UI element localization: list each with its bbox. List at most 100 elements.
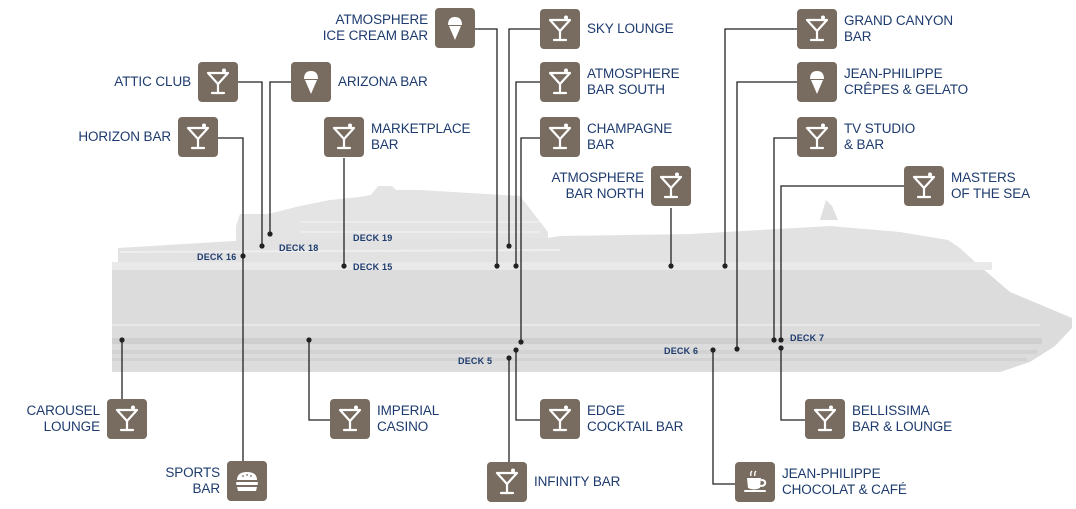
venue-edge-cocktail-bar[interactable]: EDGE COCKTAIL BAR — [540, 399, 683, 439]
venue-atmosphere-ice-cream-bar[interactable]: ATMOSPHERE ICE CREAM BAR — [323, 8, 475, 48]
label-line-2: ICE CREAM BAR — [322, 28, 428, 43]
label-line-1: MASTERS — [951, 170, 1016, 185]
label-line-1: JEAN-PHILIPPE — [782, 466, 881, 481]
deck-label-16: DECK 16 — [197, 252, 237, 262]
label-line-1: INFINITY BAR — [534, 474, 621, 489]
venue-label: CAROUSEL LOUNGE — [26, 403, 101, 435]
label-line-1: SKY LOUNGE — [587, 21, 674, 36]
venue-attic-club[interactable]: ATTIC CLUB — [114, 62, 238, 102]
cocktail-icon — [324, 117, 364, 157]
cocktail-icon — [651, 166, 691, 206]
deck-label-19: DECK 19 — [353, 233, 393, 243]
venue-horizon-bar[interactable]: HORIZON BAR — [78, 117, 218, 157]
venue-marketplace-bar[interactable]: MARKETPLACE BAR — [324, 117, 471, 157]
ice-cream-icon — [435, 8, 475, 48]
venue-label: BELLISSIMA BAR & LOUNGE — [852, 403, 952, 435]
venue-carousel-lounge[interactable]: CAROUSEL LOUNGE — [27, 399, 147, 439]
label-line-1: SPORTS — [165, 465, 220, 480]
label-line-1: EDGE — [587, 403, 625, 418]
label-line-2: BAR SOUTH — [587, 82, 665, 97]
label-line-1: IMPERIAL — [377, 403, 440, 418]
leader-champagne-bar — [520, 137, 540, 342]
label-line-2: OF THE SEA — [951, 186, 1031, 201]
label-line-1: CHAMPAGNE — [587, 121, 673, 136]
cocktail-icon — [178, 117, 218, 157]
label-line-2: BAR — [371, 137, 399, 152]
ice-cream-icon — [291, 62, 331, 102]
venue-sky-lounge[interactable]: SKY LOUNGE — [540, 9, 674, 49]
venue-label: ARIZONA BAR — [338, 74, 428, 90]
venue-label: EDGE COCKTAIL BAR — [587, 403, 683, 435]
venue-label: IMPERIAL CASINO — [377, 403, 439, 435]
cocktail-icon — [805, 399, 845, 439]
label-line-2: BAR & LOUNGE — [852, 419, 953, 434]
leader-crepes — [736, 81, 797, 349]
leader-grand-canyon — [724, 28, 797, 266]
venue-bellissima-bar[interactable]: BELLISSIMA BAR & LOUNGE — [805, 399, 952, 439]
leader-imperial — [308, 340, 330, 421]
venue-atmosphere-bar-north[interactable]: ATMOSPHERE BAR NORTH — [551, 166, 691, 206]
venue-label: CHAMPAGNE BAR — [587, 121, 672, 153]
label-line-1: MARKETPLACE — [371, 121, 471, 136]
venue-label: MASTERS OF THE SEA — [951, 170, 1030, 202]
leader-attic-club — [238, 81, 263, 246]
leader-bar-south — [515, 81, 540, 266]
venue-infinity-bar[interactable]: INFINITY BAR — [487, 462, 620, 502]
leader-chocolat — [712, 350, 735, 485]
venue-label: JEAN-PHILIPPE CHOCOLAT & CAFÉ — [782, 466, 907, 498]
cocktail-icon — [540, 117, 580, 157]
label-line-1: ARIZONA BAR — [338, 74, 428, 89]
venue-atmosphere-bar-south[interactable]: ATMOSPHERE BAR SOUTH — [540, 62, 680, 102]
leader-arizona-bar — [269, 81, 291, 234]
label-line-2: BAR — [192, 481, 221, 496]
burger-icon — [227, 461, 267, 501]
venue-champagne-bar[interactable]: CHAMPAGNE BAR — [540, 117, 672, 157]
venue-jean-philippe-crepes[interactable]: JEAN-PHILIPPE CRÊPES & GELATO — [797, 62, 968, 102]
venue-label: ATMOSPHERE ICE CREAM BAR — [323, 12, 428, 44]
label-line-2: BAR — [844, 29, 872, 44]
label-line-2: CRÊPES & GELATO — [844, 82, 969, 97]
label-line-1: ATMOSPHERE — [587, 66, 680, 81]
venue-masters-of-the-sea[interactable]: MASTERS OF THE SEA — [904, 166, 1030, 206]
venue-label: TV STUDIO & BAR — [844, 121, 915, 153]
venue-jean-philippe-chocolat[interactable]: JEAN-PHILIPPE CHOCOLAT & CAFÉ — [735, 462, 907, 502]
cocktail-icon — [797, 9, 837, 49]
label-line-1: ATMOSPHERE — [335, 12, 428, 27]
leader-sky-lounge — [508, 28, 540, 246]
venue-label: ATMOSPHERE BAR NORTH — [551, 170, 644, 202]
cocktail-icon — [540, 9, 580, 49]
venue-label: JEAN-PHILIPPE CRÊPES & GELATO — [844, 66, 968, 98]
label-line-1: JEAN-PHILIPPE — [844, 66, 943, 81]
label-line-2: BAR NORTH — [565, 186, 644, 201]
leader-masters — [780, 185, 904, 340]
leader-bellissima — [780, 348, 805, 421]
label-line-2: BAR — [587, 137, 615, 152]
cocktail-icon — [540, 399, 580, 439]
deck-label-7: DECK 7 — [790, 333, 825, 343]
label-line-1: CAROUSEL — [26, 403, 101, 418]
venue-tv-studio-bar[interactable]: TV STUDIO & BAR — [797, 117, 915, 157]
ice-cream-icon — [797, 62, 837, 102]
label-line-1: HORIZON BAR — [78, 129, 171, 144]
label-line-1: GRAND CANYON — [844, 13, 954, 28]
label-line-1: TV STUDIO — [844, 121, 916, 136]
label-line-2: CHOCOLAT & CAFÉ — [782, 482, 907, 497]
venue-grand-canyon-bar[interactable]: GRAND CANYON BAR — [797, 9, 953, 49]
label-line-2: LOUNGE — [43, 419, 101, 434]
venue-imperial-casino[interactable]: IMPERIAL CASINO — [330, 399, 439, 439]
venue-label: MARKETPLACE BAR — [371, 121, 471, 153]
venue-arizona-bar[interactable]: ARIZONA BAR — [291, 62, 428, 102]
venue-label: GRAND CANYON BAR — [844, 13, 953, 45]
venue-sports-bar[interactable]: SPORTS BAR — [165, 461, 267, 501]
deck-dots — [119, 231, 784, 361]
cocktail-icon — [330, 399, 370, 439]
venue-label: ATTIC CLUB — [114, 74, 191, 90]
ship-silhouette — [112, 186, 1072, 372]
leader-edge — [515, 350, 540, 421]
deck-label-6: DECK 6 — [664, 346, 699, 356]
venue-label: INFINITY BAR — [534, 474, 620, 490]
venue-label: ATMOSPHERE BAR SOUTH — [587, 66, 680, 98]
label-line-2: COCKTAIL BAR — [587, 419, 684, 434]
deck-label-5: DECK 5 — [458, 356, 493, 366]
